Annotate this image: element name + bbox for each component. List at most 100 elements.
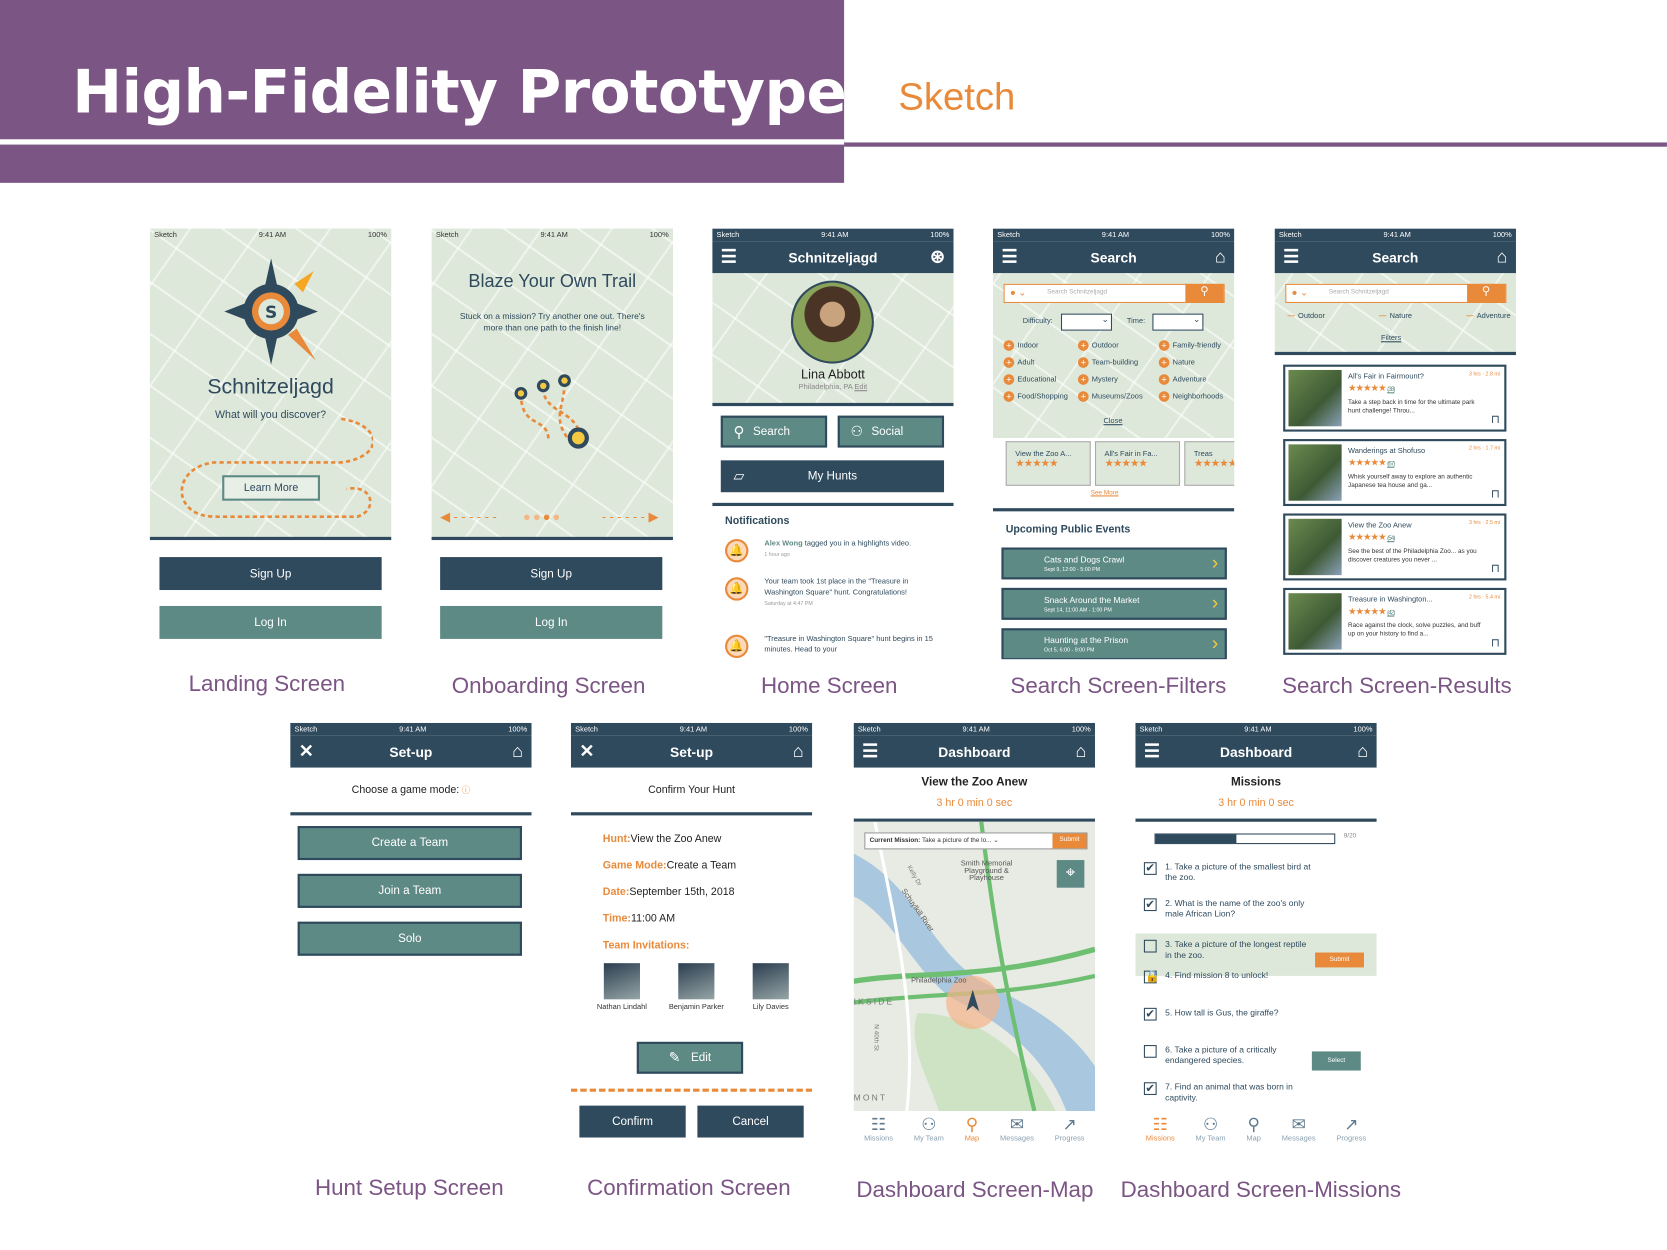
mission-item[interactable]: 6. Take a picture of a critically endang… [1143,1045,1367,1071]
filter-chip[interactable]: +Team-building [1077,357,1159,368]
bookmark-icon[interactable]: ⊓ [1490,636,1501,650]
invitee[interactable]: Benjamin Parker [664,963,728,1011]
search-input[interactable]: ● ⌄Search Schnitzeljagd⚲ [1003,283,1225,303]
home-icon[interactable]: ⌂ [1357,740,1369,762]
time-select[interactable]: ⌄ [1152,313,1204,331]
close-icon[interactable]: ✕ [579,740,595,762]
checkbox[interactable] [1143,939,1157,953]
search-button[interactable]: ⚲Search [720,415,828,448]
menu-icon[interactable]: ☰ [1283,246,1300,267]
result-card[interactable]: All's Fair in Fairmount?3 hrs · 2.8 mi★★… [1283,364,1507,432]
see-more-link[interactable]: See More [1090,490,1119,497]
filter-chip[interactable]: +Educational [1003,374,1078,385]
bookmark-icon[interactable]: ⊓ [1490,562,1501,576]
menu-icon[interactable]: ☰ [862,740,879,762]
game-mode-option[interactable]: Join a Team [297,873,522,908]
menu-icon[interactable]: ☰ [720,246,737,267]
hunt-card[interactable]: View the Zoo A...★★★★★ [1005,441,1091,486]
filter-chip[interactable]: +Nature [1158,357,1233,368]
mission-item[interactable]: 🔒4. Find mission 8 to unlock! [1143,970,1269,984]
tab-missions[interactable]: ☷Missions [1145,1116,1175,1143]
game-mode-option[interactable]: Solo [297,921,522,956]
difficulty-select[interactable]: ⌄ [1060,313,1113,331]
invitee[interactable]: Nathan Lindahl [590,963,654,1011]
filter-chip[interactable]: +Mystery [1077,374,1159,385]
home-icon[interactable]: ⌂ [1496,246,1508,267]
checkbox[interactable]: ✔ [1143,862,1157,875]
cancel-button[interactable]: Cancel [697,1105,804,1138]
next-arrow-icon[interactable]: - - - - - - ▶ [601,509,659,525]
hunt-card[interactable]: Treas★★★★★ [1184,441,1235,486]
confirm-button[interactable]: Confirm [579,1105,686,1138]
tab-progress[interactable]: ↗Progress [1054,1116,1085,1143]
tab-messages[interactable]: ✉Messages [1000,1116,1034,1143]
locate-icon[interactable]: ⌖ [1056,860,1085,888]
menu-icon[interactable]: ☰ [1143,740,1161,762]
filter-chip[interactable]: +Indoor [1003,340,1078,351]
checkbox[interactable]: ✔ [1143,1082,1157,1095]
sign-up-button[interactable]: Sign Up [440,557,663,591]
search-icon[interactable]: ⚲ [1467,283,1506,303]
prev-arrow-icon[interactable]: ◀ - - - - - - [440,509,497,525]
learn-more-button[interactable]: Learn More [222,475,320,501]
filter-chip[interactable]: +Museums/Zoos [1077,391,1159,402]
submit-button[interactable]: Submit [1052,833,1087,849]
home-icon[interactable]: ⌂ [792,740,804,762]
tab-missions[interactable]: ☷Missions [864,1116,894,1143]
close-icon[interactable]: ✕ [298,740,314,762]
active-tag[interactable]: —Outdoor [1287,312,1325,320]
mission-item[interactable]: ✔7. Find an animal that was born in capt… [1143,1082,1293,1103]
filter-chip[interactable]: +Food/Shopping [1003,391,1078,402]
edit-button[interactable]: ✎Edit [636,1041,744,1074]
checkbox[interactable]: ✔ [1143,1007,1157,1021]
edit-link[interactable]: Edit [854,383,868,392]
submit-button[interactable]: Submit [1315,952,1364,968]
tab-my-team[interactable]: ⚇My Team [1195,1116,1226,1143]
active-tag[interactable]: —Adventure [1466,312,1511,320]
menu-icon[interactable]: ☰ [1001,246,1018,267]
filter-chip[interactable]: +Neighborhoods [1158,391,1233,402]
filter-chip[interactable]: +Adult [1003,357,1078,368]
tab-map[interactable]: ⚲Map [1246,1116,1261,1143]
lock-icon[interactable]: 🔒 [1143,970,1160,984]
filters-link[interactable]: Filters [1380,334,1402,343]
select-button[interactable]: Select [1311,1051,1361,1071]
checkbox[interactable]: ✔ [1143,898,1157,912]
filter-chip[interactable]: +Adventure [1158,374,1233,385]
search-icon[interactable]: ⚲ [1185,283,1224,303]
mission-item[interactable]: ✔5. How tall is Gus, the giraffe? [1143,1007,1279,1021]
active-tag[interactable]: —Nature [1379,312,1412,320]
filter-chip[interactable]: +Family-friendly [1158,340,1233,351]
tab-my-team[interactable]: ⚇My Team [913,1116,944,1143]
home-icon[interactable]: ⌂ [1075,740,1087,762]
mission-item[interactable]: ✔1. Take a picture of the smallest bird … [1143,862,1311,883]
result-card[interactable]: Treasure in Washington...2 hrs · 5.4 mi★… [1283,587,1507,655]
map-view[interactable]: Smith Memorial Playground & Playhouse Sc… [853,821,1095,1111]
mission-item[interactable]: 3. Take a picture of the longest reptile… [1135,933,1377,976]
social-button[interactable]: ⚇Social [837,415,945,448]
close-link[interactable]: Close [1103,417,1123,426]
compass-icon[interactable]: ⊛ [929,246,946,267]
invitee[interactable]: Lily Davies [739,963,803,1011]
log-in-button[interactable]: Log In [440,605,663,639]
sign-up-button[interactable]: Sign Up [159,557,382,591]
game-mode-option[interactable]: Create a Team [297,826,522,861]
bookmark-icon[interactable]: ⊓ [1490,413,1501,427]
home-icon[interactable]: ⌂ [1214,246,1226,267]
info-icon[interactable]: ⓘ [459,785,471,796]
tab-map[interactable]: ⚲Map [964,1116,980,1143]
my-hunts-button[interactable]: ▱My Hunts [720,460,945,493]
current-mission-bar[interactable]: Current Mission: Take a picture of the l… [864,832,1088,850]
tab-progress[interactable]: ↗Progress [1336,1116,1367,1143]
log-in-button[interactable]: Log In [159,605,382,639]
checkbox[interactable] [1143,1045,1157,1058]
filter-chip[interactable]: +Outdoor [1077,340,1159,351]
bookmark-icon[interactable]: ⊓ [1490,487,1501,501]
home-icon[interactable]: ⌂ [512,740,524,762]
mission-item[interactable]: ✔2. What is the name of the zoo's only m… [1143,898,1305,919]
tab-messages[interactable]: ✉Messages [1281,1116,1316,1143]
